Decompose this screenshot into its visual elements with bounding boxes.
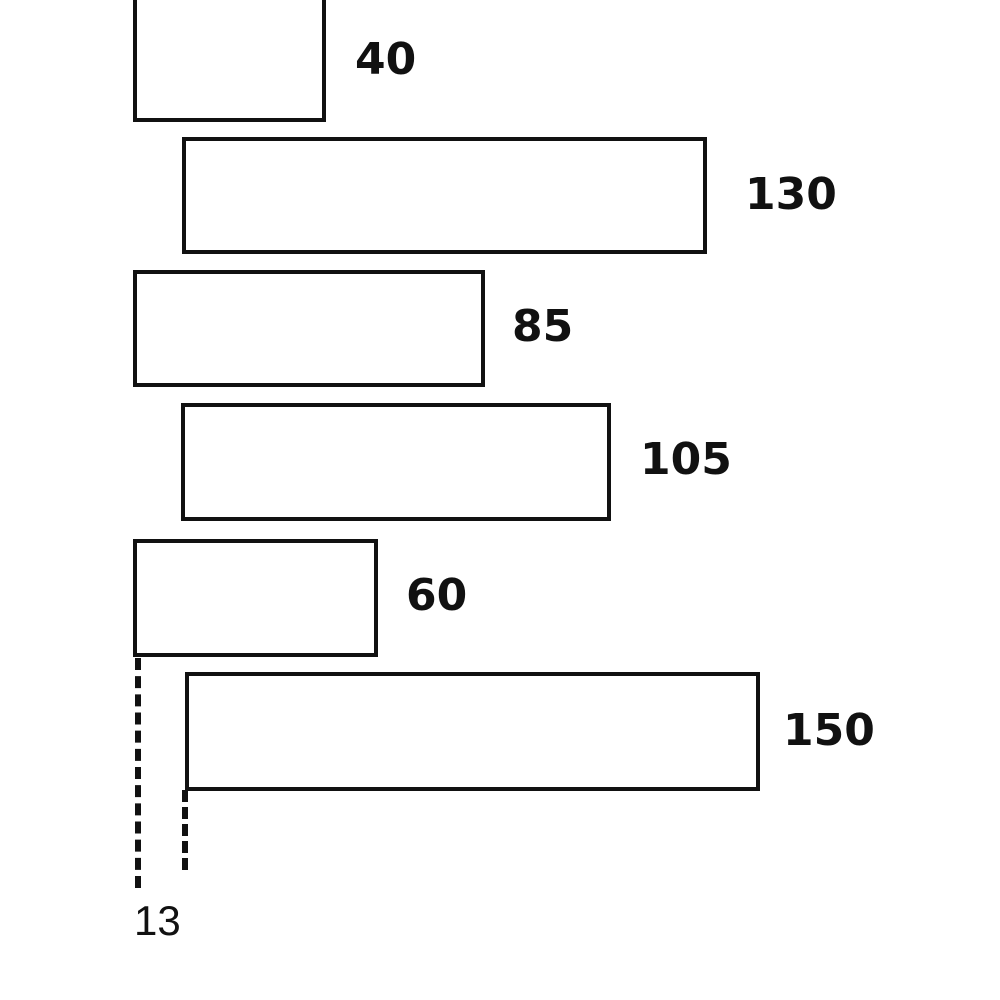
bar-rect-5 [133,539,378,657]
bar-rect-6 [185,672,760,791]
bar-value-label-3: 85 [512,301,574,352]
dashed-guide-line-left [135,658,141,888]
dashed-guide-line-right [182,790,188,870]
axis-tick-label-13: 13 [134,897,181,944]
bar-value-label-6: 150 [783,705,875,756]
bar-value-label-1: 40 [355,34,417,85]
bar-value-label-2: 130 [745,169,837,220]
bar-rect-1 [133,0,326,122]
bar-value-label-4: 105 [640,434,732,485]
bar-rect-4 [181,403,611,521]
bar-rect-3 [133,270,485,387]
bar-value-label-5: 60 [406,570,468,621]
bar-rect-2 [182,137,707,254]
